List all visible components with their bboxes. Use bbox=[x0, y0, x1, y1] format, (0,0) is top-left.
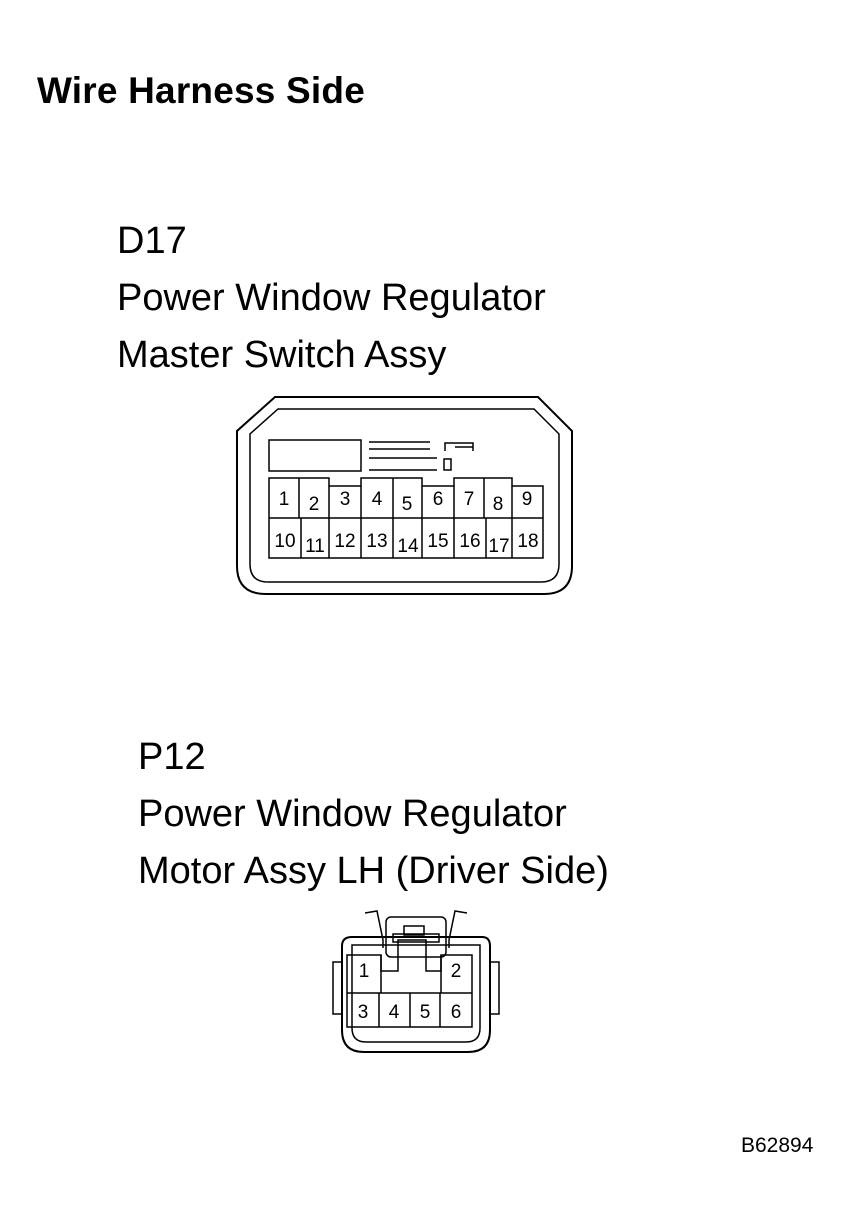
d17-inner-housing bbox=[249, 408, 560, 583]
connector-p12-face bbox=[332, 910, 500, 1053]
d17-pin-label: 12 bbox=[334, 531, 355, 552]
d17-pin-label: 14 bbox=[397, 536, 419, 557]
d17-pin-label: 3 bbox=[340, 489, 351, 510]
d17-pin-labels-bottom: 10 11 12 13 14 15 16 17 18 bbox=[274, 531, 538, 557]
p12-left-latch bbox=[364, 910, 384, 948]
p12-pin-label: 3 bbox=[358, 1002, 369, 1023]
d17-pin-label: 15 bbox=[427, 531, 448, 552]
d17-pin-label: 4 bbox=[372, 489, 383, 510]
d17-pin-label: 8 bbox=[493, 494, 504, 515]
d17-pin-label: 13 bbox=[366, 531, 387, 552]
p12-pin-label: 4 bbox=[389, 1002, 400, 1023]
connector-p12-name-line1: Power Window Regulator bbox=[138, 793, 567, 835]
p12-inner-housing bbox=[351, 944, 481, 1043]
d17-pin-label: 18 bbox=[517, 531, 538, 552]
connector-p12-name-line2: Motor Assy LH (Driver Side) bbox=[138, 850, 609, 892]
d17-pin-label: 5 bbox=[402, 494, 413, 515]
d17-pin-label: 17 bbox=[488, 536, 509, 557]
d17-pin-row-bottom-dividers bbox=[300, 518, 513, 558]
d17-outer-housing bbox=[236, 396, 573, 595]
p12-side-rib-right bbox=[489, 961, 500, 1015]
d17-pin-label: 1 bbox=[279, 489, 290, 510]
connector-d17-name-line2: Master Switch Assy bbox=[117, 334, 447, 376]
p12-pin-label: 6 bbox=[451, 1002, 462, 1023]
d17-latch-block bbox=[268, 439, 362, 472]
connector-d17-face bbox=[236, 396, 573, 595]
p12-pin-labels: 1 2 3 4 5 6 bbox=[358, 961, 462, 1023]
d17-pin-row-top-dividers bbox=[298, 478, 513, 518]
p12-latch-hood bbox=[385, 916, 447, 958]
connector-p12-code: P12 bbox=[138, 736, 206, 778]
p12-outer-housing bbox=[341, 936, 491, 1053]
p12-pin-label: 1 bbox=[359, 961, 370, 982]
d17-pin-label: 11 bbox=[305, 536, 325, 557]
figure-code: B62894 bbox=[741, 1134, 814, 1157]
connector-d17-code: D17 bbox=[117, 220, 187, 262]
d17-pin-label: 16 bbox=[459, 531, 480, 552]
d17-pin-label: 9 bbox=[522, 489, 533, 510]
d17-pin-label: 2 bbox=[309, 494, 320, 515]
d17-pin-label: 10 bbox=[274, 531, 295, 552]
connector-d17-name-line1: Power Window Regulator bbox=[117, 277, 546, 319]
d17-pin-label: 6 bbox=[433, 489, 444, 510]
p12-side-rib-left bbox=[332, 961, 343, 1015]
connector-p12-caption: P12 Power Window Regulator Motor Assy LH… bbox=[138, 729, 609, 900]
p12-pin-label: 2 bbox=[451, 961, 462, 982]
page-title: Wire Harness Side bbox=[37, 70, 365, 111]
d17-pin-labels-top: 1 2 3 4 5 6 7 8 9 bbox=[279, 489, 533, 515]
p12-right-latch bbox=[448, 910, 468, 948]
d17-pin-label: 7 bbox=[464, 489, 475, 510]
p12-pin-label: 5 bbox=[420, 1002, 431, 1023]
connector-d17-caption: D17 Power Window Regulator Master Switch… bbox=[117, 213, 546, 384]
